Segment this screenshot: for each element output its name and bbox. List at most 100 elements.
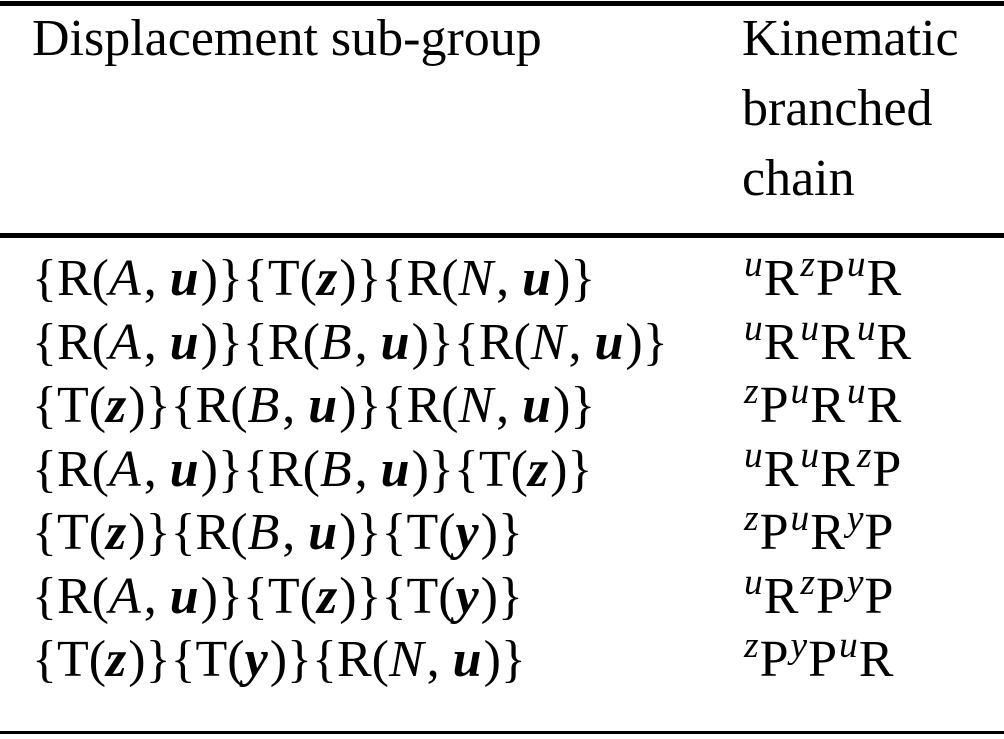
subgroup-cell: {R(A, u)}{T(z)}{T(y)} [32,565,742,629]
formula-segment: A [108,440,141,498]
formula-segment: B [319,313,352,371]
formula-segment: )}{R( [339,250,459,307]
formula-segment: z [106,377,127,434]
axis-superscript: y [846,498,864,539]
joint-letter: P [872,440,902,498]
formula-segment: N [458,377,494,434]
joint-letter: R [763,440,799,498]
chain-cell: uRzPuR [742,244,902,311]
formula-segment: u [380,313,410,371]
formula-segment: {T( [32,504,107,561]
formula-segment: )} [480,504,523,561]
joint-letter: P [864,504,894,561]
formula-segment: u [522,377,552,434]
table-row: {R(A, u)}{T(z)}{R(N, u)}uRzPuR [32,244,1004,311]
formula-segment: )} [553,377,596,434]
formula-segment: , [354,313,381,371]
chain-cell: zPuRuR [742,371,902,438]
formula-segment: , [426,631,453,688]
formula-segment: )}{T( [200,250,317,307]
joint-letter: P [815,567,845,625]
header-line-1: Kinematic [742,10,959,67]
joint-letter: R [763,313,799,371]
axis-superscript: z [800,244,815,285]
axis-superscript: u [744,244,763,285]
axis-superscript: z [744,498,759,539]
axis-superscript: u [846,244,866,285]
joint-letter: R [866,250,902,307]
formula-segment: u [452,631,482,688]
subgroup-cell: {T(z)}{T(y)}{R(N, u)} [32,628,742,692]
subgroup-cell: {R(A, u)}{R(B, u)}{R(N, u)} [32,311,742,375]
formula-segment: y [455,504,479,561]
joint-letter: R [866,377,902,434]
formula-segment: u [169,250,199,307]
joint-letter: R [763,567,799,625]
header-separator-rule [0,233,1004,238]
axis-superscript: u [744,307,763,349]
table-header: Displacement sub-group Kinematic branche… [32,4,1004,214]
header-line-3: chain [742,150,855,207]
formula-segment: , [143,567,170,625]
joint-letter: R [858,631,894,688]
formula-segment: N [530,313,566,371]
axis-superscript: u [790,371,810,412]
column-header-kinematic-chain: Kinematic branched chain [742,4,959,214]
formula-segment: , [143,440,170,498]
formula-segment: , [568,313,595,371]
formula-segment: A [108,250,141,307]
axis-superscript: u [856,307,876,349]
formula-segment: )}{R( [200,440,320,498]
axis-superscript: y [846,561,864,603]
formula-segment: , [143,250,170,307]
axis-superscript: u [846,371,866,412]
formula-segment: u [380,440,410,498]
formula-segment: B [319,440,352,498]
subgroup-cell: {T(z)}{R(B, u)}{T(y)} [32,501,742,565]
formula-segment: N [458,250,494,307]
table-body: {R(A, u)}{T(z)}{R(N, u)}uRzPuR{R(A, u)}{… [32,244,1004,692]
subgroup-cell: {T(z)}{R(B, u)}{R(N, u)} [32,374,742,438]
axis-superscript: u [800,307,820,349]
formula-segment: )}{R( [200,313,320,371]
joint-letter: P [815,250,845,307]
formula-segment: )}{R( [339,377,459,434]
formula-segment: {R( [32,313,109,371]
formula-segment: )} [625,313,668,371]
joint-letter: P [864,567,894,625]
formula-segment: z [316,250,338,307]
axis-superscript: z [856,434,872,476]
joint-letter: P [808,631,838,688]
axis-superscript: y [790,625,808,666]
formula-segment: , [143,313,170,371]
joint-letter: P [759,631,789,688]
joint-letter: P [759,504,789,561]
axis-superscript: z [744,625,759,666]
formula-segment: )} [483,631,526,688]
table-row: {T(z)}{R(B, u)}{T(y)}zPuRyP [32,498,1004,565]
joint-letter: R [810,504,845,561]
formula-segment: {T( [32,377,107,434]
formula-segment: z [106,504,127,561]
formula-segment: )}{T( [339,504,456,561]
formula-segment: A [108,567,141,625]
formula-segment: N [388,631,424,688]
joint-letter: R [876,313,912,371]
formula-segment: u [522,250,552,307]
joint-letter: R [810,377,845,434]
formula-segment: {R( [32,567,109,625]
formula-segment: )} [550,440,593,498]
axis-superscript: u [790,498,810,539]
formula-segment: , [496,250,523,307]
chain-cell: uRuRzP [742,434,902,502]
formula-segment: u [308,504,338,561]
table-row: {T(z)}{R(B, u)}{R(N, u)}zPuRuR [32,371,1004,438]
joint-letter: R [763,250,799,307]
formula-segment: )}{R( [128,377,248,434]
formula-segment: )}{T( [411,440,528,498]
subgroup-cell: {R(A, u)}{R(B, u)}{T(z)} [32,438,742,502]
formula-segment: )}{R( [128,504,248,561]
axis-superscript: u [744,561,763,603]
formula-segment: {T( [32,631,107,688]
